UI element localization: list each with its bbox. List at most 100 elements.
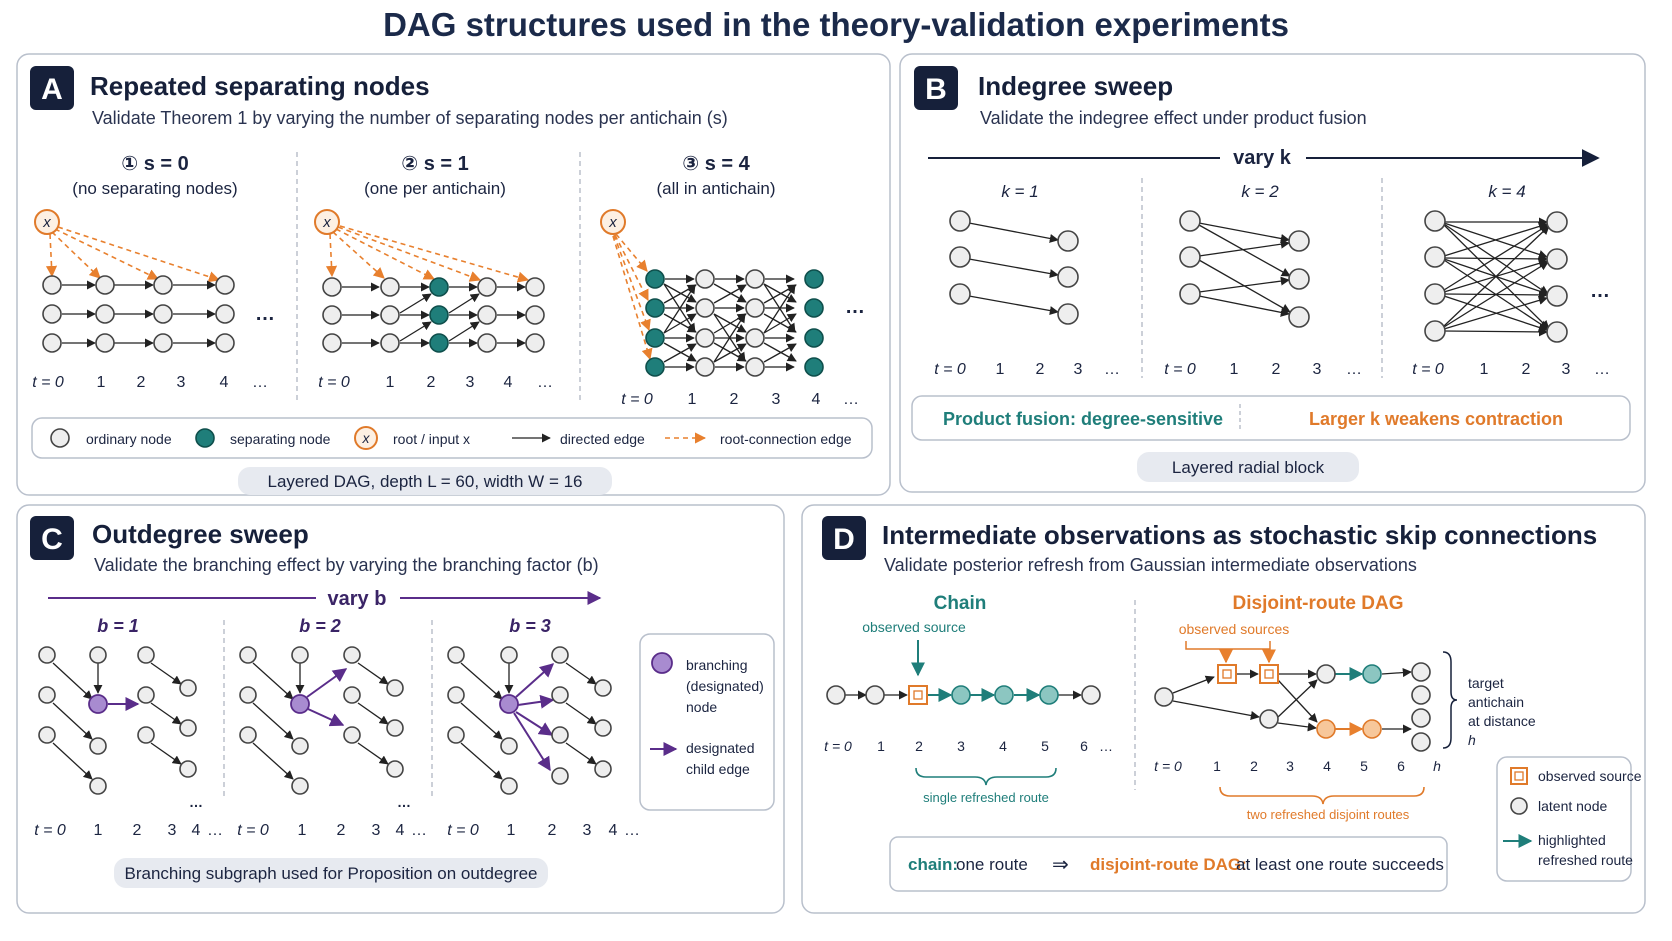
ordinary-node [551,646,569,664]
ordinary-node [343,646,361,664]
panel-c-subtitle: Validate the branching effect by varying… [94,555,599,575]
legend-a: ordinary node separating node x root / i… [31,417,873,459]
panel-d: D Intermediate observations as stochasti… [801,504,1646,914]
variant-k2-label: k = 2 [1241,182,1279,201]
directed-edge [252,662,294,700]
ordinary-node [380,333,400,353]
root-node [314,209,340,235]
tick-label: t = 0 [1412,361,1444,378]
ordinary-node [179,760,197,778]
tick-label: 3 [1562,361,1571,378]
tick-ellipsis: … [1099,738,1113,754]
target-node [1411,732,1431,752]
ordinary-node [153,304,173,324]
dag-k1: t = 0 1 2 3 … [934,210,1120,378]
directed-edge [52,662,93,700]
legend-latent-icon [1510,797,1528,815]
tick-label: 4 [812,391,821,408]
directed-edge [399,293,432,314]
latent-node [1081,685,1101,705]
tick-label: 1 [298,822,307,839]
ordinary-node [551,726,569,744]
tick-label: 3 [1286,758,1294,774]
chain-route-label: single refreshed route [923,790,1049,805]
directed-edge [460,742,503,780]
root-connection-edge [337,226,482,282]
tick-label: 1 [94,822,103,839]
summary-box: chain: one route ⇒ disjoint-route DAG: a… [889,836,1448,892]
tick-label: 2 [1272,361,1281,378]
tick-label: 2 [133,822,142,839]
banner-left: Product fusion: degree-sensitive [943,409,1223,429]
directed-edge [357,662,389,685]
ordinary-node [949,246,971,268]
ordinary-node [745,357,765,377]
tick-ellipsis: … [624,822,640,839]
legend-observed-inner [1514,771,1524,781]
tick-label: 4 [396,822,405,839]
ordinary-node [447,726,465,744]
directed-edge [565,662,597,685]
dag-k2: t = 0 1 2 3 … [1164,210,1362,378]
ordinary-node [949,210,971,232]
ordinary-node [477,305,497,325]
directed-edge [1198,224,1291,277]
designated-child-edge [515,663,555,698]
ordinary-node [42,304,62,324]
target-node [1411,685,1431,705]
panel-a-subtitle: Validate Theorem 1 by varying the number… [92,108,728,128]
directed-edge [399,321,432,342]
dag-a3: x [600,209,865,408]
legend-root-symbol: x [362,430,371,446]
directed-edge [150,702,182,725]
ordinary-node [322,333,342,353]
separating-node [804,298,824,318]
legend-route-label: refreshed route [1538,852,1633,868]
root-node [600,209,626,235]
tick-label: 1 [1213,758,1221,774]
directed-edge [565,702,597,725]
ordinary-node [386,679,404,697]
ordinary-node [215,275,235,295]
target-node [1411,662,1431,682]
directed-edge [1198,222,1290,243]
summary-chain-value: one route [956,855,1028,874]
tick-label: 2 [1036,361,1045,378]
ordinary-node [1424,283,1446,305]
root-connection-edge [613,234,651,332]
directed-edge [1198,295,1290,317]
dag-b2: … t = 0 1 2 3 4 … [237,646,427,839]
separating-node [645,298,665,318]
ordinary-node [1288,268,1310,290]
directed-edge [663,284,696,334]
root-label: x [322,214,331,231]
branching-node [290,694,310,714]
ordinary-node [1179,283,1201,305]
separating-node [645,328,665,348]
observed-source-inner [1222,669,1232,679]
tick-ellipsis: … [1594,361,1610,378]
directed-edge [52,702,93,740]
directed-edge [968,258,1059,279]
tick-label: 3 [372,822,381,839]
ordinary-node [1057,266,1079,288]
ordinary-node [594,679,612,697]
tick-ellipsis: … [411,822,427,839]
ordinary-node [89,646,107,664]
directed-edge [713,283,747,303]
latent-node [1154,687,1174,707]
ordinary-node [386,760,404,778]
tick-label: 3 [466,374,475,391]
ordinary-node [95,275,115,295]
directed-edge [1443,261,1549,328]
ordinary-node [89,737,107,755]
tick-label: 1 [688,391,697,408]
ellipsis: … [845,296,865,318]
ordinary-node [594,760,612,778]
separating-node [429,305,449,325]
directed-edge [1172,675,1215,694]
refreshed-node [1362,719,1382,739]
legend-root-label: root / input x [393,431,470,447]
tick-label: t = 0 [237,822,269,839]
directed-edge [1443,224,1549,291]
